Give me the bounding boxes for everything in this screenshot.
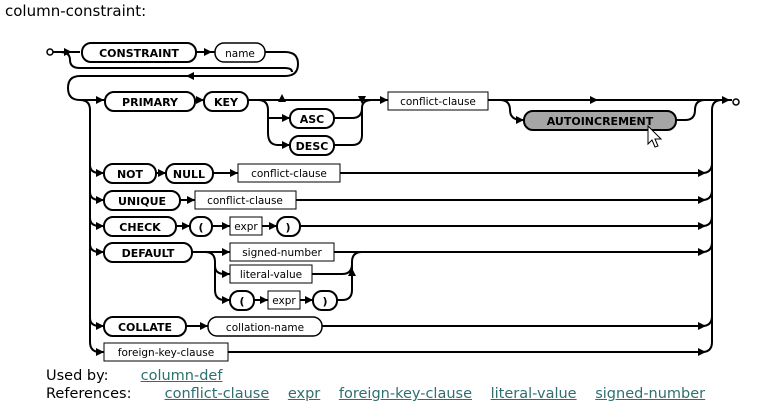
terminal-default: DEFAULT xyxy=(103,242,193,263)
terminal-rparen-check: ) xyxy=(276,216,301,237)
svg-text:literal-value: literal-value xyxy=(240,269,302,281)
svg-text:): ) xyxy=(322,295,327,308)
svg-text:collation-name: collation-name xyxy=(226,322,304,334)
used-by-label: Used by: xyxy=(46,368,109,384)
mouse-pointer-icon xyxy=(647,124,663,148)
terminal-lparen-default: ( xyxy=(229,290,255,311)
svg-text:UNIQUE: UNIQUE xyxy=(118,195,166,208)
svg-text:): ) xyxy=(285,221,290,234)
terminal-desc: DESC xyxy=(289,135,335,156)
terminal-primary: PRIMARY xyxy=(104,91,196,112)
diagram-title: column-constraint: xyxy=(5,2,147,20)
terminal-collate: COLLATE xyxy=(103,316,187,337)
reference-link-signed-number[interactable]: signed-number xyxy=(595,386,706,402)
terminal-check: CHECK xyxy=(103,216,177,237)
terminal-lparen-check: ( xyxy=(189,216,213,237)
diagram-arrows xyxy=(64,48,730,356)
nonterminal-signed-number[interactable]: signed-number xyxy=(229,242,335,262)
svg-text:COLLATE: COLLATE xyxy=(118,321,172,334)
terminal-null: NULL xyxy=(165,163,214,184)
nonterminal-conflict-clause-primary[interactable]: conflict-clause xyxy=(387,91,489,111)
svg-text:DESC: DESC xyxy=(296,140,329,153)
nonterminal-conflict-clause-unique[interactable]: conflict-clause xyxy=(194,190,297,210)
svg-text:PRIMARY: PRIMARY xyxy=(122,96,179,109)
terminal-constraint: CONSTRAINT xyxy=(81,42,197,63)
terminal-key: KEY xyxy=(203,91,249,112)
terminal-unique: UNIQUE xyxy=(103,190,181,211)
terminal-asc: ASC xyxy=(289,108,335,129)
nonterminal-foreign-key-clause[interactable]: foreign-key-clause xyxy=(103,342,229,362)
svg-text:DEFAULT: DEFAULT xyxy=(122,247,175,260)
nonterminal-expr-default[interactable]: expr xyxy=(267,290,301,310)
svg-text:CHECK: CHECK xyxy=(119,221,161,234)
reference-link-expr[interactable]: expr xyxy=(287,386,321,402)
reference-link-foreign-key-clause[interactable]: foreign-key-clause xyxy=(338,386,472,402)
svg-text:foreign-key-clause: foreign-key-clause xyxy=(118,347,214,359)
used-by-row: Used by: column-def xyxy=(46,368,236,384)
svg-text:conflict-clause: conflict-clause xyxy=(400,96,476,108)
reference-link-conflict-clause[interactable]: conflict-clause xyxy=(164,386,270,402)
svg-text:name: name xyxy=(225,48,255,60)
svg-text:KEY: KEY xyxy=(214,96,239,109)
svg-text:expr: expr xyxy=(272,295,296,307)
svg-text:conflict-clause: conflict-clause xyxy=(207,195,283,207)
svg-text:ASC: ASC xyxy=(300,113,325,126)
references-label: References: xyxy=(46,386,132,402)
reference-link-literal-value[interactable]: literal-value xyxy=(490,386,577,402)
svg-text:AUTOINCREMENT: AUTOINCREMENT xyxy=(547,115,654,128)
nonterminal-name: name xyxy=(214,42,266,63)
svg-text:NOT: NOT xyxy=(117,168,144,181)
terminal-rparen-default: ) xyxy=(312,290,338,311)
svg-text:(: ( xyxy=(239,295,244,308)
svg-text:expr: expr xyxy=(234,221,258,233)
references-row: References: conflict-clause expr foreign… xyxy=(46,386,705,402)
used-by-link-column-def[interactable]: column-def xyxy=(140,368,223,384)
svg-text:(: ( xyxy=(198,221,203,234)
terminal-not: NOT xyxy=(103,163,157,184)
svg-text:conflict-clause: conflict-clause xyxy=(251,168,327,180)
syntax-diagram: CONSTRAINT PRIMARY KEY ASC DESC AUTOINCR… xyxy=(46,42,740,362)
svg-text:NULL: NULL xyxy=(173,168,205,181)
nonterminal-expr-check[interactable]: expr xyxy=(229,216,263,236)
nonterminal-conflict-clause-notnull[interactable]: conflict-clause xyxy=(237,163,341,183)
svg-text:signed-number: signed-number xyxy=(242,247,322,259)
nonterminal-literal-value[interactable]: literal-value xyxy=(229,264,313,284)
nonterminal-collation-name[interactable]: collation-name xyxy=(207,316,323,337)
terminal-label: CONSTRAINT xyxy=(99,47,179,60)
terminal-autoincrement[interactable]: AUTOINCREMENT xyxy=(523,110,677,131)
